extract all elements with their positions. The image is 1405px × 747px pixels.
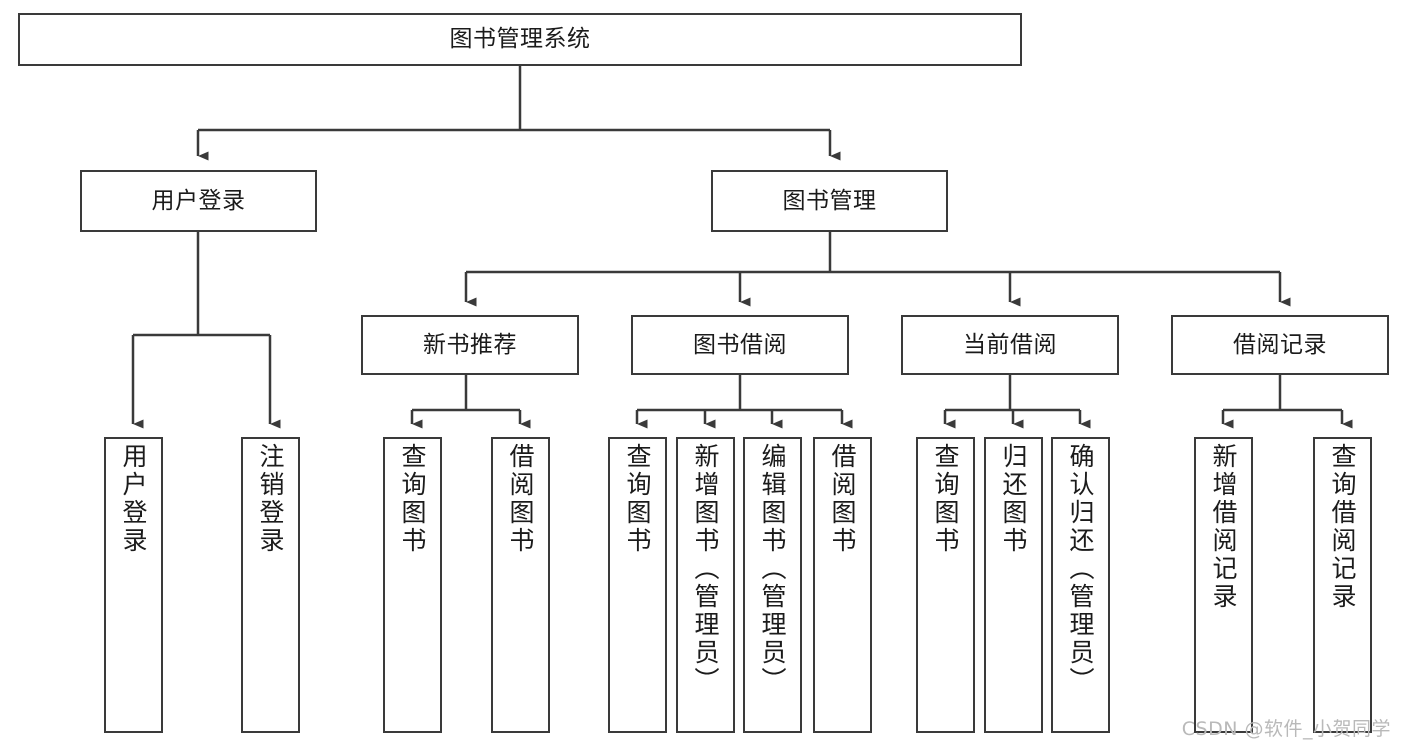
node-leaf-edit-book-label: 编辑图书（管理员） (758, 443, 787, 695)
node-leaf-confirm-return[interactable]: 确认归还（管理员） (1051, 437, 1110, 733)
node-leaf-borrow-book-1[interactable]: 借阅图书 (491, 437, 550, 733)
csdn-watermark: CSDN @软件_小贺同学 (1181, 718, 1391, 740)
node-leaf-user-logout-label: 注销登录 (256, 443, 285, 555)
node-leaf-add-record-label: 新增借阅记录 (1209, 443, 1238, 611)
node-leaf-query-book-3-label: 查询图书 (931, 443, 960, 555)
node-user-login-label: 用户登录 (151, 187, 246, 214)
node-user-login[interactable]: 用户登录 (80, 170, 317, 232)
node-borrow-record-label: 借阅记录 (1233, 331, 1327, 358)
node-leaf-add-record[interactable]: 新增借阅记录 (1194, 437, 1253, 733)
node-leaf-confirm-return-label: 确认归还（管理员） (1066, 443, 1095, 695)
node-leaf-user-login[interactable]: 用户登录 (104, 437, 163, 733)
node-current-borrow-label: 当前借阅 (963, 331, 1057, 358)
node-leaf-query-book-2[interactable]: 查询图书 (608, 437, 667, 733)
node-leaf-user-login-label: 用户登录 (119, 443, 148, 555)
node-leaf-add-book[interactable]: 新增图书（管理员） (676, 437, 735, 733)
node-leaf-edit-book[interactable]: 编辑图书（管理员） (743, 437, 802, 733)
node-leaf-query-record[interactable]: 查询借阅记录 (1313, 437, 1372, 733)
node-new-book-recommend-label: 新书推荐 (423, 331, 517, 358)
node-book-borrow[interactable]: 图书借阅 (631, 315, 849, 375)
node-root-system-label: 图书管理系统 (449, 26, 591, 53)
node-leaf-borrow-book-2[interactable]: 借阅图书 (813, 437, 872, 733)
node-leaf-borrow-book-2-label: 借阅图书 (828, 443, 857, 555)
node-root-system[interactable]: 图书管理系统 (18, 13, 1022, 66)
node-book-manage[interactable]: 图书管理 (711, 170, 948, 232)
node-leaf-return-book[interactable]: 归还图书 (984, 437, 1043, 733)
node-book-borrow-label: 图书借阅 (693, 331, 787, 358)
node-leaf-query-book-1[interactable]: 查询图书 (383, 437, 442, 733)
node-leaf-query-book-1-label: 查询图书 (398, 443, 427, 555)
node-leaf-add-book-label: 新增图书（管理员） (691, 443, 720, 695)
node-leaf-query-book-3[interactable]: 查询图书 (916, 437, 975, 733)
node-leaf-user-logout[interactable]: 注销登录 (241, 437, 300, 733)
node-book-manage-label: 图书管理 (782, 187, 877, 214)
node-new-book-recommend[interactable]: 新书推荐 (361, 315, 579, 375)
node-leaf-query-book-2-label: 查询图书 (623, 443, 652, 555)
node-borrow-record[interactable]: 借阅记录 (1171, 315, 1389, 375)
node-leaf-return-book-label: 归还图书 (999, 443, 1028, 555)
node-leaf-borrow-book-1-label: 借阅图书 (506, 443, 535, 555)
node-leaf-query-record-label: 查询借阅记录 (1328, 443, 1357, 611)
node-current-borrow[interactable]: 当前借阅 (901, 315, 1119, 375)
